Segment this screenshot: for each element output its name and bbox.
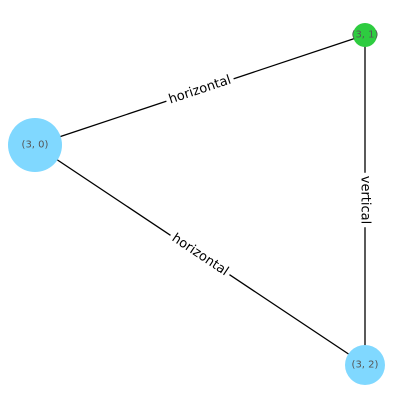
node-circle xyxy=(8,118,62,172)
node-n32: (3, 2) xyxy=(345,345,385,385)
edge-label-background xyxy=(165,228,235,282)
edge-label-background xyxy=(356,172,374,228)
nodes-layer: (3, 0) (3, 1) (3, 2) xyxy=(8,23,385,385)
node-circle xyxy=(345,345,385,385)
node-circle xyxy=(353,23,377,47)
edge-label: horizontal xyxy=(167,73,233,108)
edge-label-group: vertical xyxy=(356,172,374,228)
edge-label: horizontal xyxy=(169,231,231,279)
edge-label: vertical xyxy=(358,176,373,224)
edges-layer: horizontal horizontal vertical xyxy=(34,34,374,366)
edge-label-group: horizontal xyxy=(163,70,237,110)
node-n31: (3, 1) xyxy=(352,23,379,47)
node-label: (3, 1) xyxy=(352,30,379,41)
node-label: (3, 2) xyxy=(352,360,379,371)
edge-n30-n32: horizontal xyxy=(34,144,366,366)
edge-label-group: horizontal xyxy=(165,228,235,282)
node-label: (3, 0) xyxy=(22,140,49,151)
node-n30: (3, 0) xyxy=(8,118,62,172)
edge-label-background xyxy=(163,70,237,110)
edge-n30-n31: horizontal xyxy=(34,34,366,146)
edge-n31-n32: vertical xyxy=(356,35,374,365)
